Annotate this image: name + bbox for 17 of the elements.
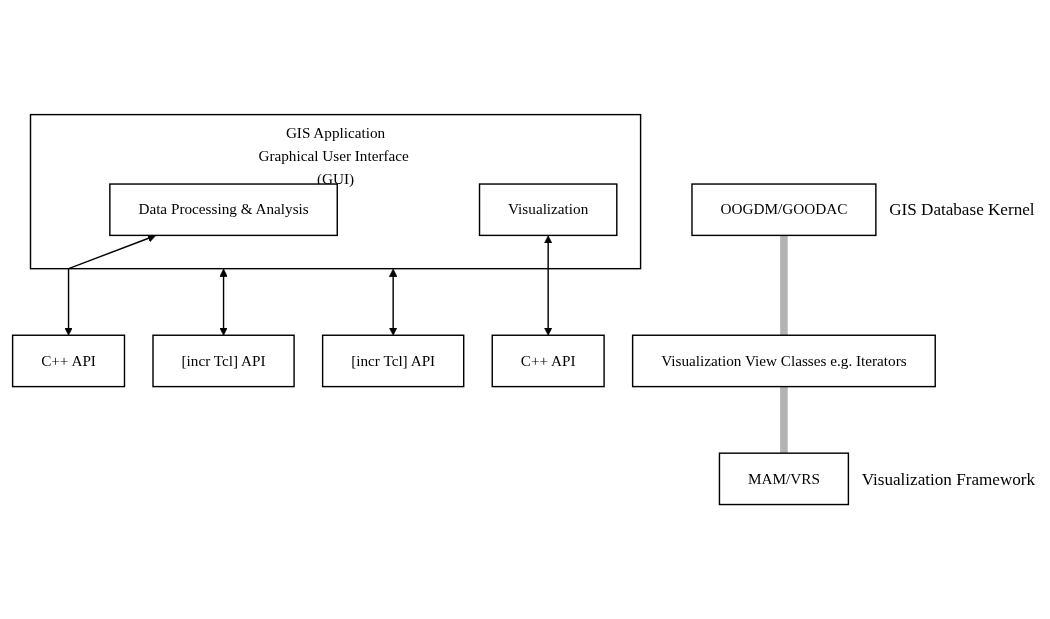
arrow [64, 234, 157, 336]
connector [780, 386, 788, 454]
arrow [219, 268, 228, 336]
node-box: Visualization View Classes e.g. Iterators [631, 334, 936, 388]
arrow [544, 235, 553, 336]
connector [780, 235, 788, 336]
node-box: Data Processing & Analysis [109, 183, 338, 237]
node-box: [incr Tcl] API [321, 334, 465, 388]
arrow [389, 268, 398, 336]
node-box: C++ API [491, 334, 605, 388]
node-box: [incr Tcl] API [152, 334, 295, 388]
node-box: Visualization [478, 183, 618, 237]
node-box: MAM/VRS [718, 452, 850, 506]
node-box: C++ API [11, 334, 126, 388]
caption-text: GIS Database Kernel [889, 200, 1035, 220]
caption-text: Visualization Framework [861, 469, 1036, 489]
node-box: OOGDM/GOODAC [691, 183, 877, 237]
